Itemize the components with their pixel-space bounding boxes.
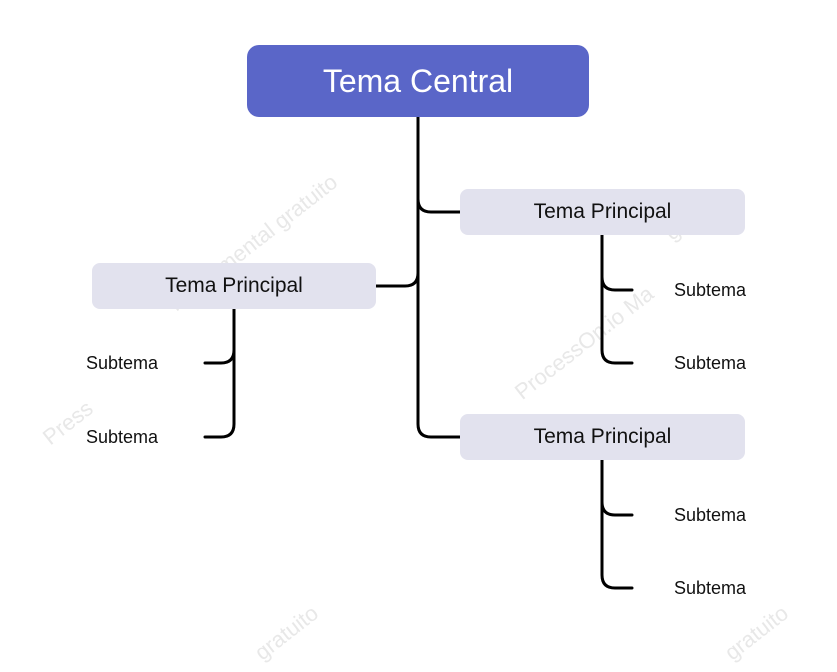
connector-to-main-right-top — [416, 197, 462, 214]
connector-right-bottom-sub — [600, 500, 634, 590]
central-topic[interactable]: Tema Central — [247, 45, 589, 117]
central-topic-label: Tema Central — [322, 62, 514, 99]
connector-left-sub — [203, 307, 236, 365]
subtopic[interactable]: Subtema — [660, 575, 760, 601]
main-topic-label: Tema Principal — [533, 200, 672, 223]
connector-right-bottom-sub — [600, 458, 634, 517]
connector-group — [203, 115, 634, 590]
connector-right-top-sub — [600, 275, 634, 365]
connector-to-main-left — [374, 271, 420, 288]
connector-left-sub — [203, 348, 236, 439]
subtopic-label: Subtema — [673, 504, 747, 525]
subtopic[interactable]: Subtema — [660, 277, 760, 303]
main-topic-right-bottom[interactable]: Tema Principal — [460, 414, 745, 460]
subtopic[interactable]: Subtema — [72, 350, 172, 376]
connector-trunk — [416, 115, 462, 439]
connector-right-top-sub — [600, 233, 634, 292]
main-topic-left[interactable]: Tema Principal — [92, 263, 376, 309]
main-topic-right-top[interactable]: Tema Principal — [460, 189, 745, 235]
subtopic-label: Subtema — [673, 352, 747, 373]
subtopic[interactable]: Subtema — [660, 502, 760, 528]
subtopic-label: Subtema — [673, 279, 747, 300]
subtopic-label: Subtema — [85, 352, 159, 373]
subtopic-label: Subtema — [673, 577, 747, 598]
subtopic[interactable]: Subtema — [72, 424, 172, 450]
subtopic-label: Subtema — [85, 426, 159, 447]
subtopic[interactable]: Subtema — [660, 350, 760, 376]
main-topic-label: Tema Principal — [533, 425, 672, 448]
main-topic-label: Tema Principal — [165, 274, 303, 297]
